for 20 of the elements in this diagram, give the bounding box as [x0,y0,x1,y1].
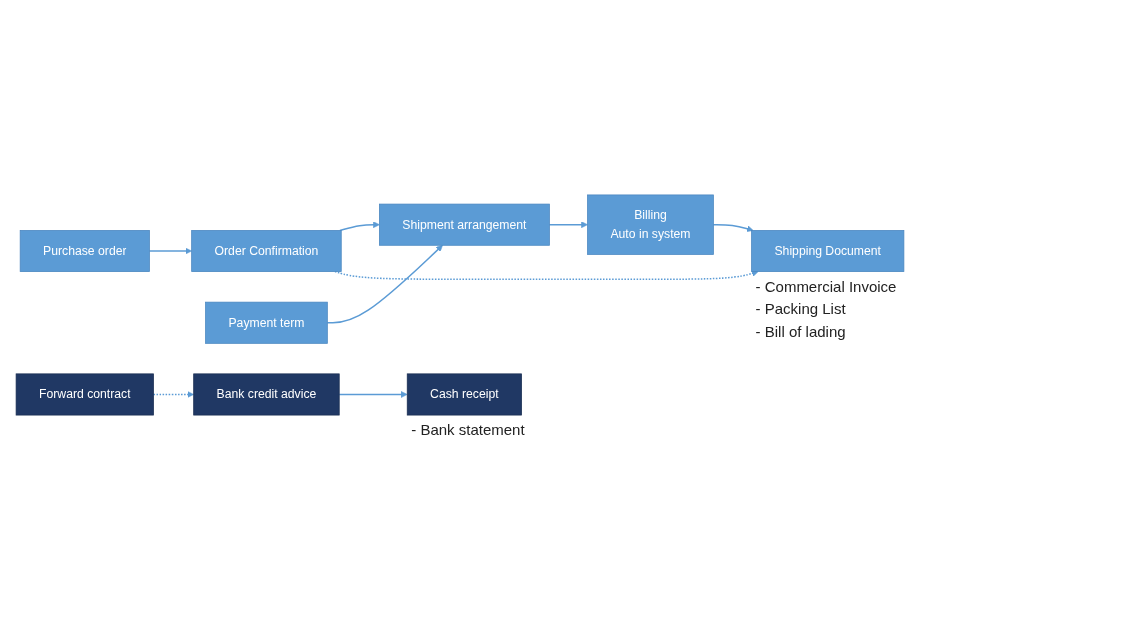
node-box: Cash receipt [406,373,522,416]
arrow [326,245,443,324]
node-box: Billing Auto in system [587,194,714,255]
node-box: Shipment arrangement [379,203,550,246]
node-box: Payment term [205,301,328,344]
note-text: - Bank statement [411,420,525,441]
node-box: Bank credit advice [193,373,340,416]
note-text: - Packing List [755,299,847,320]
node-box: Order Confirmation [191,230,342,272]
note-text: - Bill of lading [755,321,847,342]
arrow [339,221,380,232]
arrow [712,223,754,233]
node-box: Forward contract [15,373,154,416]
node-box: Shipping Document [751,230,905,272]
arrow [148,247,192,255]
arrow [338,391,408,398]
node-box: Purchase order [19,230,150,272]
arrow [548,221,588,229]
arrow [334,270,759,280]
note-text: - Commercial Invoice [755,276,897,297]
